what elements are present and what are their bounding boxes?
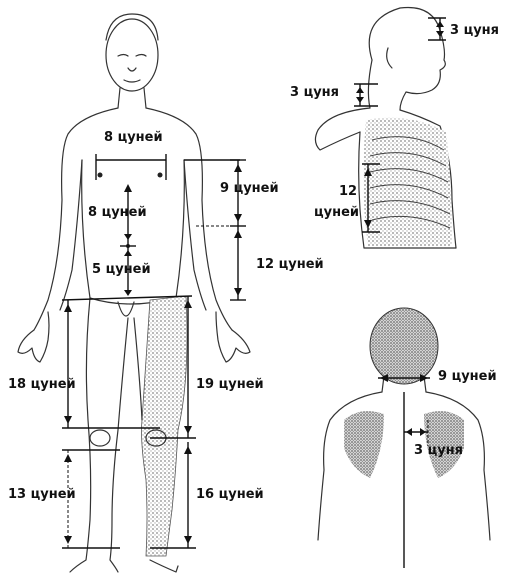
back-spine-label: 3 цуня — [414, 444, 463, 457]
back-view-figure — [318, 308, 490, 568]
forehead-label: 3 цуня — [450, 24, 499, 37]
ribs-side-unit-label: цуней — [314, 206, 359, 219]
chest-width-label: 8 цуней — [104, 131, 163, 144]
lower-abdomen-label: 5 цуней — [92, 263, 151, 276]
back-shoulders-label: 9 цуней — [438, 370, 497, 383]
neck-label: 3 цуня — [290, 86, 339, 99]
axilla-to-rib-label: 9 цуней — [220, 182, 279, 195]
upper-abdomen-label: 8 цуней — [88, 206, 147, 219]
rib-to-iliac-label: 12 цуней — [256, 258, 324, 271]
thigh-inner-label: 18 цуней — [8, 378, 76, 391]
shin-inner-label: 13 цуней — [8, 488, 76, 501]
ribs-side-number-label: 12 — [338, 185, 358, 198]
thigh-outer-label: 19 цуней — [196, 378, 264, 391]
shin-outer-label: 16 цуней — [196, 488, 264, 501]
